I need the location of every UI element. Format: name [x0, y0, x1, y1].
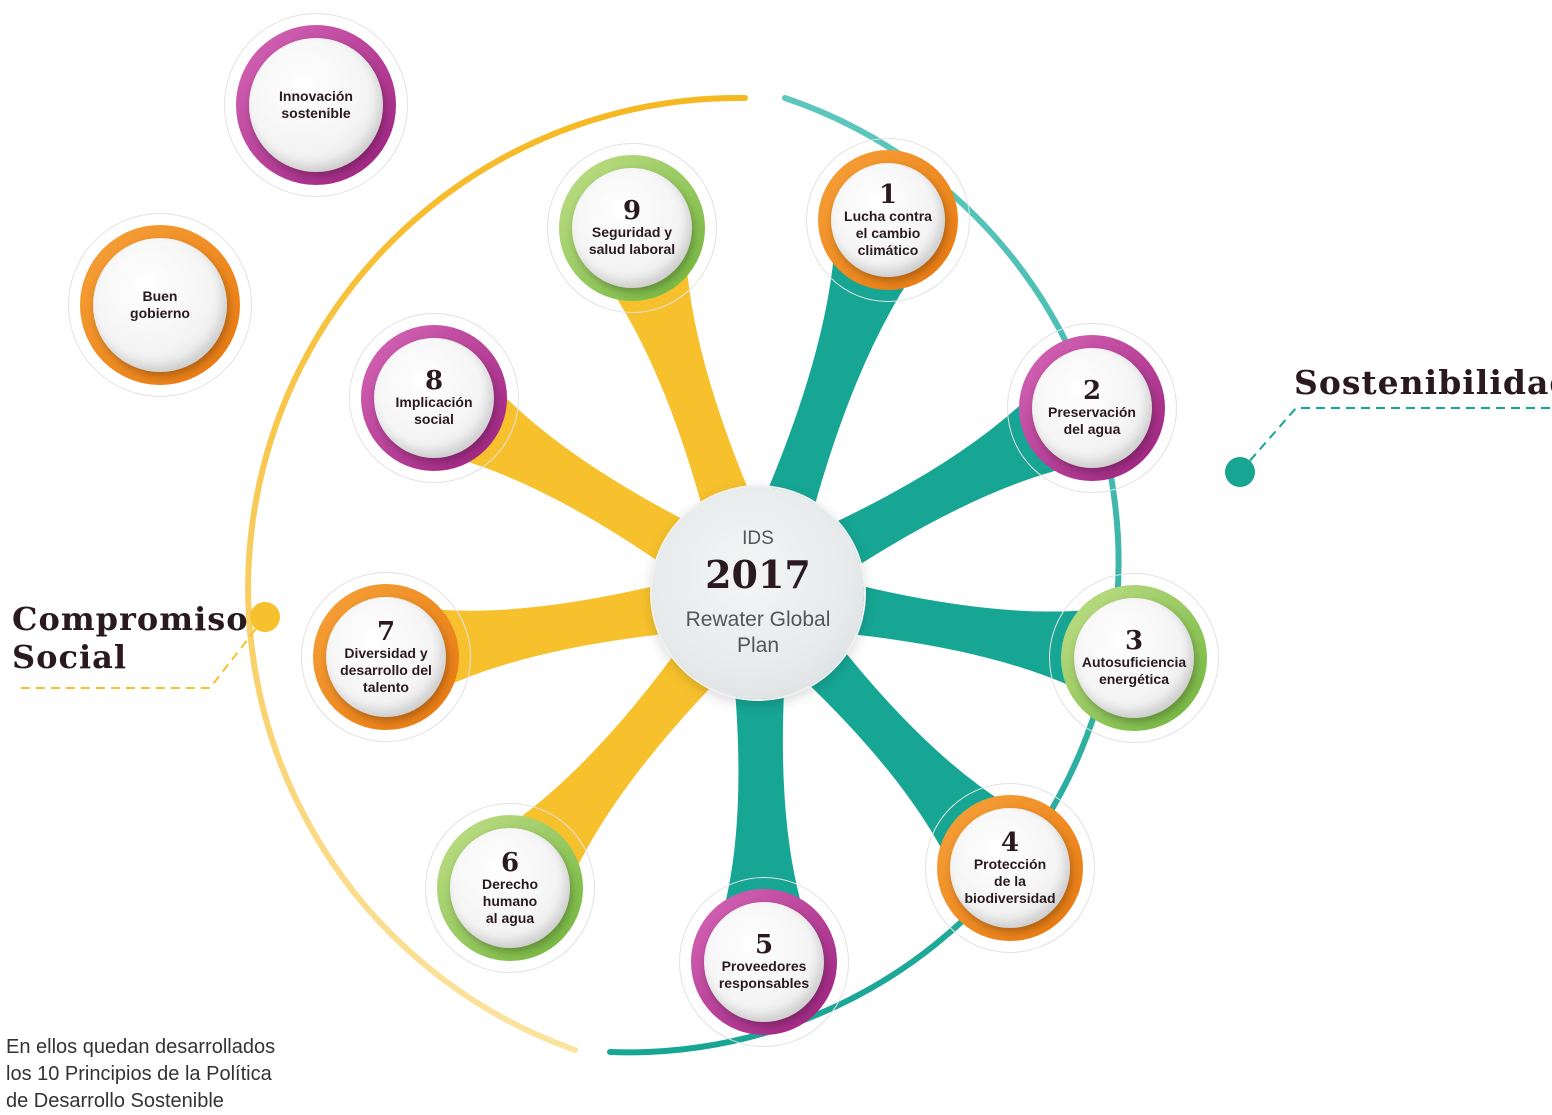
principle-node-9-number: 9 — [622, 196, 642, 226]
principle-node-1-number: 1 — [878, 179, 898, 210]
principle-node-4-label: Protección de la biodiversidad — [964, 855, 1056, 906]
hub-year: 2017 — [705, 551, 811, 597]
principle-node-1-label: Lucha contra el cambio climático — [844, 207, 932, 258]
hub-plan-name: Rewater Global Plan — [685, 607, 831, 657]
sostenibilidad-heading: Sostenibilidad — [1294, 363, 1552, 402]
compromiso-dot — [250, 602, 280, 632]
principle-node-7-label: Diversidad y desarrollo del talento — [340, 644, 432, 695]
principle-node-5-halo — [679, 877, 849, 1047]
innovacion-sostenible-node-core: Innovación sostenible — [249, 38, 383, 172]
principle-node-3-label: Autosuficiencia energética — [1081, 654, 1187, 687]
principle-node-1-halo — [806, 138, 970, 302]
principle-node-7-halo — [301, 572, 471, 742]
principle-node-6-halo — [425, 803, 595, 973]
buen-gobierno-node-label: Buen gobierno — [130, 288, 190, 321]
principle-node-7-number: 7 — [376, 616, 396, 647]
buen-gobierno-node-halo — [68, 213, 252, 397]
principle-node-8-halo — [349, 313, 519, 483]
principle-node-2-halo — [1007, 323, 1177, 493]
principle-node-3-number: 3 — [1124, 626, 1144, 656]
sostenibilidad-dot — [1225, 457, 1255, 487]
principle-node-9-label: Seguridad y salud laboral — [588, 224, 676, 257]
footnote-text: En ellos quedan desarrollados los 10 Pri… — [6, 1036, 276, 1112]
center-hub: IDS 2017 Rewater Global Plan — [652, 487, 864, 699]
principle-node-2-number: 2 — [1082, 376, 1102, 406]
principle-node-8-label: Implicación social — [395, 394, 473, 427]
compromiso-social-heading: Compromiso Social — [12, 600, 249, 676]
principle-node-6-number: 6 — [500, 847, 520, 878]
principle-node-9-halo — [547, 143, 717, 313]
buen-gobierno-node: Buen gobierno — [68, 213, 252, 397]
principle-node-5-number: 5 — [754, 930, 774, 960]
principle-node-5-label: Proveedores responsables — [718, 958, 810, 991]
principle-node-8-number: 8 — [424, 366, 444, 396]
innovacion-sostenible-node-label: Innovación sostenible — [279, 88, 353, 121]
innovacion-sostenible-node: Innovación sostenible — [224, 13, 408, 197]
hub-ids: IDS — [742, 527, 774, 549]
principle-node-4-number: 4 — [1000, 827, 1020, 858]
principle-node-4-halo — [925, 783, 1095, 953]
compromiso-arc — [245, 94, 748, 1053]
principle-node-3-halo — [1049, 573, 1219, 743]
innovacion-sostenible-node-halo — [224, 13, 408, 197]
principle-node-2-label: Preservación del agua — [1048, 404, 1136, 437]
compromiso-heading-line1: Compromiso — [12, 600, 249, 638]
compromiso-heading-line2: Social — [12, 638, 127, 676]
principle-node-6-label: Derecho humano al agua — [481, 875, 539, 926]
sostenibilidad-leader — [1239, 407, 1552, 473]
buen-gobierno-node-core: Buen gobierno — [93, 238, 227, 372]
